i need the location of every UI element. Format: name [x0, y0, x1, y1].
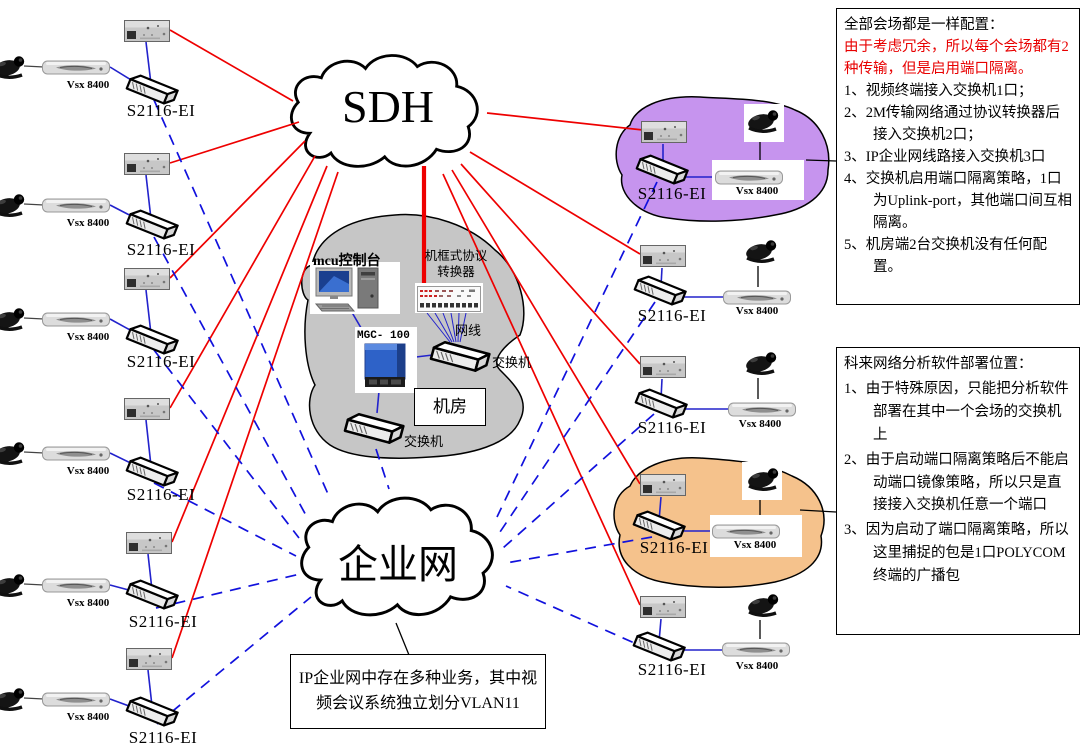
s2116-label: S2116-EI — [637, 184, 707, 203]
s2116-label: S2116-EI — [126, 485, 196, 504]
vsx-8400-device — [715, 170, 783, 185]
vsx-8400-device — [42, 446, 110, 461]
camera-device — [743, 350, 778, 376]
vsx-label: Vsx 8400 — [733, 539, 777, 551]
mcu-console-device — [315, 267, 379, 312]
enterprise-cloud-label: 企业网 — [338, 542, 458, 587]
camera-device — [743, 238, 778, 264]
protocol-converter-device — [640, 356, 686, 378]
s2116-switch-device — [633, 272, 687, 309]
sdh-cloud-label: SDH — [341, 81, 435, 132]
vsx-8400-device — [712, 524, 780, 539]
protocol-converter-device — [126, 532, 172, 554]
protocol-converter-device — [640, 474, 686, 496]
mcu-console-label: mcu控制台 — [313, 254, 381, 269]
config-note-item: 4、交换机启用端口隔离策略，1口为Uplink-port，其他端口间互相隔离。 — [844, 171, 1072, 232]
s2116-switch-device — [125, 206, 179, 243]
camera-device — [0, 54, 26, 80]
vsx-8400-device — [723, 290, 791, 305]
protocol-converter-device — [124, 20, 170, 42]
enterprise-link-lines — [153, 99, 658, 725]
vsx-label: Vsx 8400 — [66, 217, 110, 229]
room-switch-label: 交换机 — [404, 434, 444, 449]
s2116-label: S2116-EI — [126, 352, 196, 371]
vsx-8400-device — [722, 642, 790, 657]
machine-room-box: 机房 — [414, 388, 486, 426]
vsx-8400-device — [42, 198, 110, 213]
s2116-label: S2116-EI — [637, 418, 707, 437]
camera-device — [745, 592, 780, 618]
vsx-8400-device — [42, 312, 110, 327]
vsx-label: Vsx 8400 — [735, 185, 779, 197]
vsx-label: Vsx 8400 — [66, 79, 110, 91]
s2116-label: S2116-EI — [128, 728, 198, 747]
vsx-8400-device — [42, 60, 110, 75]
connector-lines — [23, 65, 837, 700]
s2116-label: S2116-EI — [128, 612, 198, 631]
s2116-label: S2116-EI — [637, 660, 707, 679]
vsx-label: Vsx 8400 — [66, 465, 110, 477]
config-note-box: 全部会场都是一样配置： 由于考虑冗余，所以每个会场都有2种传输，但是启用端口隔离… — [836, 8, 1080, 305]
vsx-label: Vsx 8400 — [735, 305, 779, 317]
cable-label: 网线 — [455, 323, 482, 338]
config-note-item: 5、机房端2台交换机没有任何配置。 — [844, 237, 1047, 276]
mgc-100-label: MGC- 100 — [357, 330, 410, 342]
protocol-converter-device — [124, 153, 170, 175]
s2116-switch-device — [125, 693, 179, 730]
config-note-item: 2、2M传输网络通过协议转换器后接入交换机2口； — [844, 105, 1060, 144]
s2116-switch-device — [125, 576, 179, 613]
vsx-8400-device — [728, 402, 796, 417]
protocol-converter-device — [124, 398, 170, 420]
vsx-label: Vsx 8400 — [66, 331, 110, 343]
protocol-converter-device — [126, 648, 172, 670]
config-note-item: 1、视频终端接入交换机1口； — [844, 83, 1033, 100]
config-note-warning: 由于考虑冗余，所以每个会场都有2种传输，但是启用端口隔离。 — [844, 39, 1069, 78]
protocol-converter-device — [640, 596, 686, 618]
vsx-label: Vsx 8400 — [738, 418, 782, 430]
vsx-label: Vsx 8400 — [735, 660, 779, 672]
vsx-label: Vsx 8400 — [66, 711, 110, 723]
vsx-8400-device — [42, 692, 110, 707]
mgc-100-device — [364, 343, 406, 388]
camera-device — [0, 192, 26, 218]
camera-device — [0, 686, 26, 712]
vlan-note-box: IP企业网中存在多种业务，其中视频会议系统独立划分VLAN11 — [290, 654, 546, 729]
protocol-converter-device — [124, 268, 170, 290]
config-note-title: 全部会场都是一样配置： — [844, 17, 1004, 33]
sdh-link-lines — [169, 29, 644, 659]
protocol-converter-device — [641, 121, 687, 143]
cable-bundle-lines — [426, 312, 467, 343]
rack-converter-label: 机框式协议转换器 — [424, 249, 488, 279]
vsx-label: Vsx 8400 — [66, 597, 110, 609]
analyzer-note-item: 3、因为启动了端口隔离策略，所以这里捕捉的包是1口POLYCOM终端的广播包 — [844, 522, 1069, 585]
camera-device — [0, 440, 26, 466]
analyzer-note-item: 2、由于启动端口隔离策略后不能启动端口镜像策略，所以只是直接接入交换机任意一个端… — [844, 451, 1069, 514]
s2116-label: S2116-EI — [126, 101, 196, 120]
analyzer-note-box: 科来网络分析软件部署位置： 1、由于特殊原因，只能把分析软件部署在其中一个会场的… — [836, 347, 1080, 635]
protocol-converter-device — [640, 245, 686, 267]
s2116-label: S2116-EI — [639, 538, 709, 557]
s2116-switch-device — [125, 453, 179, 490]
camera-device — [0, 572, 26, 598]
camera-device — [0, 306, 26, 332]
analyzer-note-title: 科来网络分析软件部署位置： — [844, 356, 1033, 372]
config-note-item: 3、IP企业网线路接入交换机3口 — [844, 149, 1046, 166]
rack-protocol-converter-device — [417, 286, 481, 312]
s2116-label: S2116-EI — [126, 240, 196, 259]
s2116-label: S2116-EI — [637, 306, 707, 325]
vsx-8400-device — [42, 578, 110, 593]
analyzer-note-item: 1、由于特殊原因，只能把分析软件部署在其中一个会场的交换机上 — [844, 380, 1069, 443]
room-switch-label: 交换机 — [492, 355, 532, 370]
